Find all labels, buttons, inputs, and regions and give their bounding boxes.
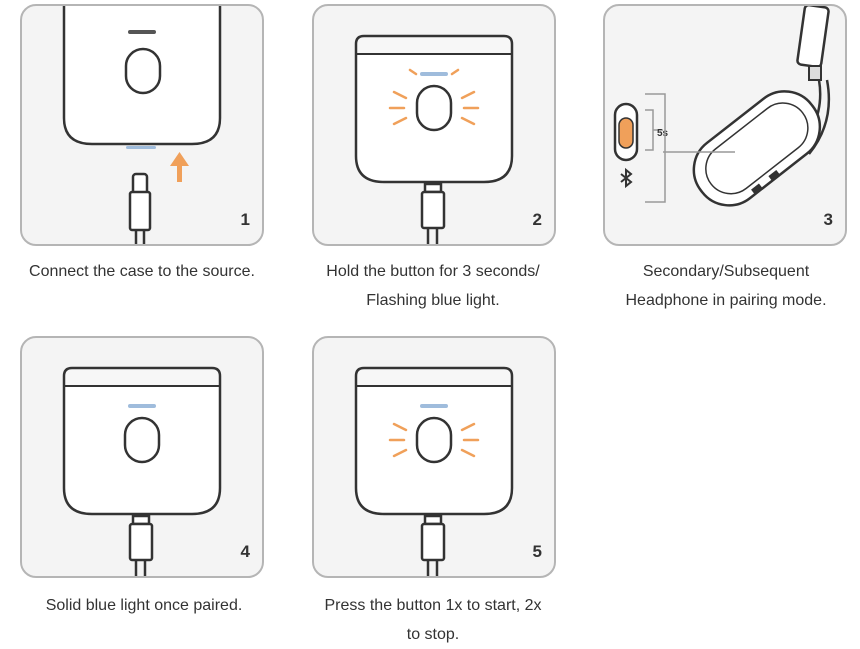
step-5-panel: 5 xyxy=(312,336,556,578)
step-2-panel: 2 xyxy=(312,4,556,246)
caption-line: Solid blue light once paired. xyxy=(45,597,243,614)
caption-line: Connect the case to the source. xyxy=(29,263,255,280)
charging-case-icon xyxy=(62,6,222,149)
caption-line: Press the button 1x to start, 2x xyxy=(324,597,542,614)
step-2-illustration xyxy=(354,34,514,244)
caption-line: Headphone in pairing mode. xyxy=(625,292,827,309)
flashing-light-rays-icon xyxy=(388,68,480,126)
charging-case-icon xyxy=(354,366,514,516)
headphone-icon xyxy=(692,6,831,207)
step-5-caption: Press the button 1x to start, 2x to stop… xyxy=(293,591,573,649)
step-4-caption: Solid blue light once paired. xyxy=(4,591,284,620)
step-1-panel: 1 xyxy=(20,4,264,246)
caption-line: Hold the button for 3 seconds/ xyxy=(326,263,540,280)
power-switch-icon: 5s xyxy=(613,93,735,203)
step-number: 1 xyxy=(240,210,250,229)
bluetooth-icon xyxy=(620,167,633,189)
step-number: 4 xyxy=(240,542,250,561)
caption-line: to stop. xyxy=(406,626,460,643)
switch-duration-label: 5s xyxy=(657,128,669,139)
charging-case-icon xyxy=(62,366,222,516)
step-1-illustration xyxy=(62,6,222,244)
step-1-caption: Connect the case to the source. xyxy=(2,257,282,286)
step-number: 5 xyxy=(532,542,542,561)
step-2-caption: Hold the button for 3 seconds/ Flashing … xyxy=(293,257,573,315)
usb-c-cable-icon xyxy=(128,172,152,244)
step-4-panel: 4 xyxy=(20,336,264,578)
step-5-illustration xyxy=(354,366,514,576)
charging-case-icon xyxy=(354,34,514,184)
arrow-up-icon xyxy=(170,152,189,182)
usb-c-cable-icon xyxy=(128,514,154,576)
step-3-illustration: 5s xyxy=(613,6,831,207)
step-4-illustration xyxy=(62,366,222,576)
usb-c-cable-icon xyxy=(420,182,446,244)
caption-line: Secondary/Subsequent xyxy=(642,263,810,280)
step-number: 2 xyxy=(532,210,542,229)
step-number: 3 xyxy=(823,210,833,229)
flashing-light-rays-icon xyxy=(388,422,480,458)
step-3-panel: 5s 3 xyxy=(603,4,847,246)
step-3-caption: Secondary/Subsequent Headphone in pairin… xyxy=(586,257,860,315)
caption-line: Flashing blue light. xyxy=(366,292,500,309)
usb-c-cable-icon xyxy=(420,514,446,576)
